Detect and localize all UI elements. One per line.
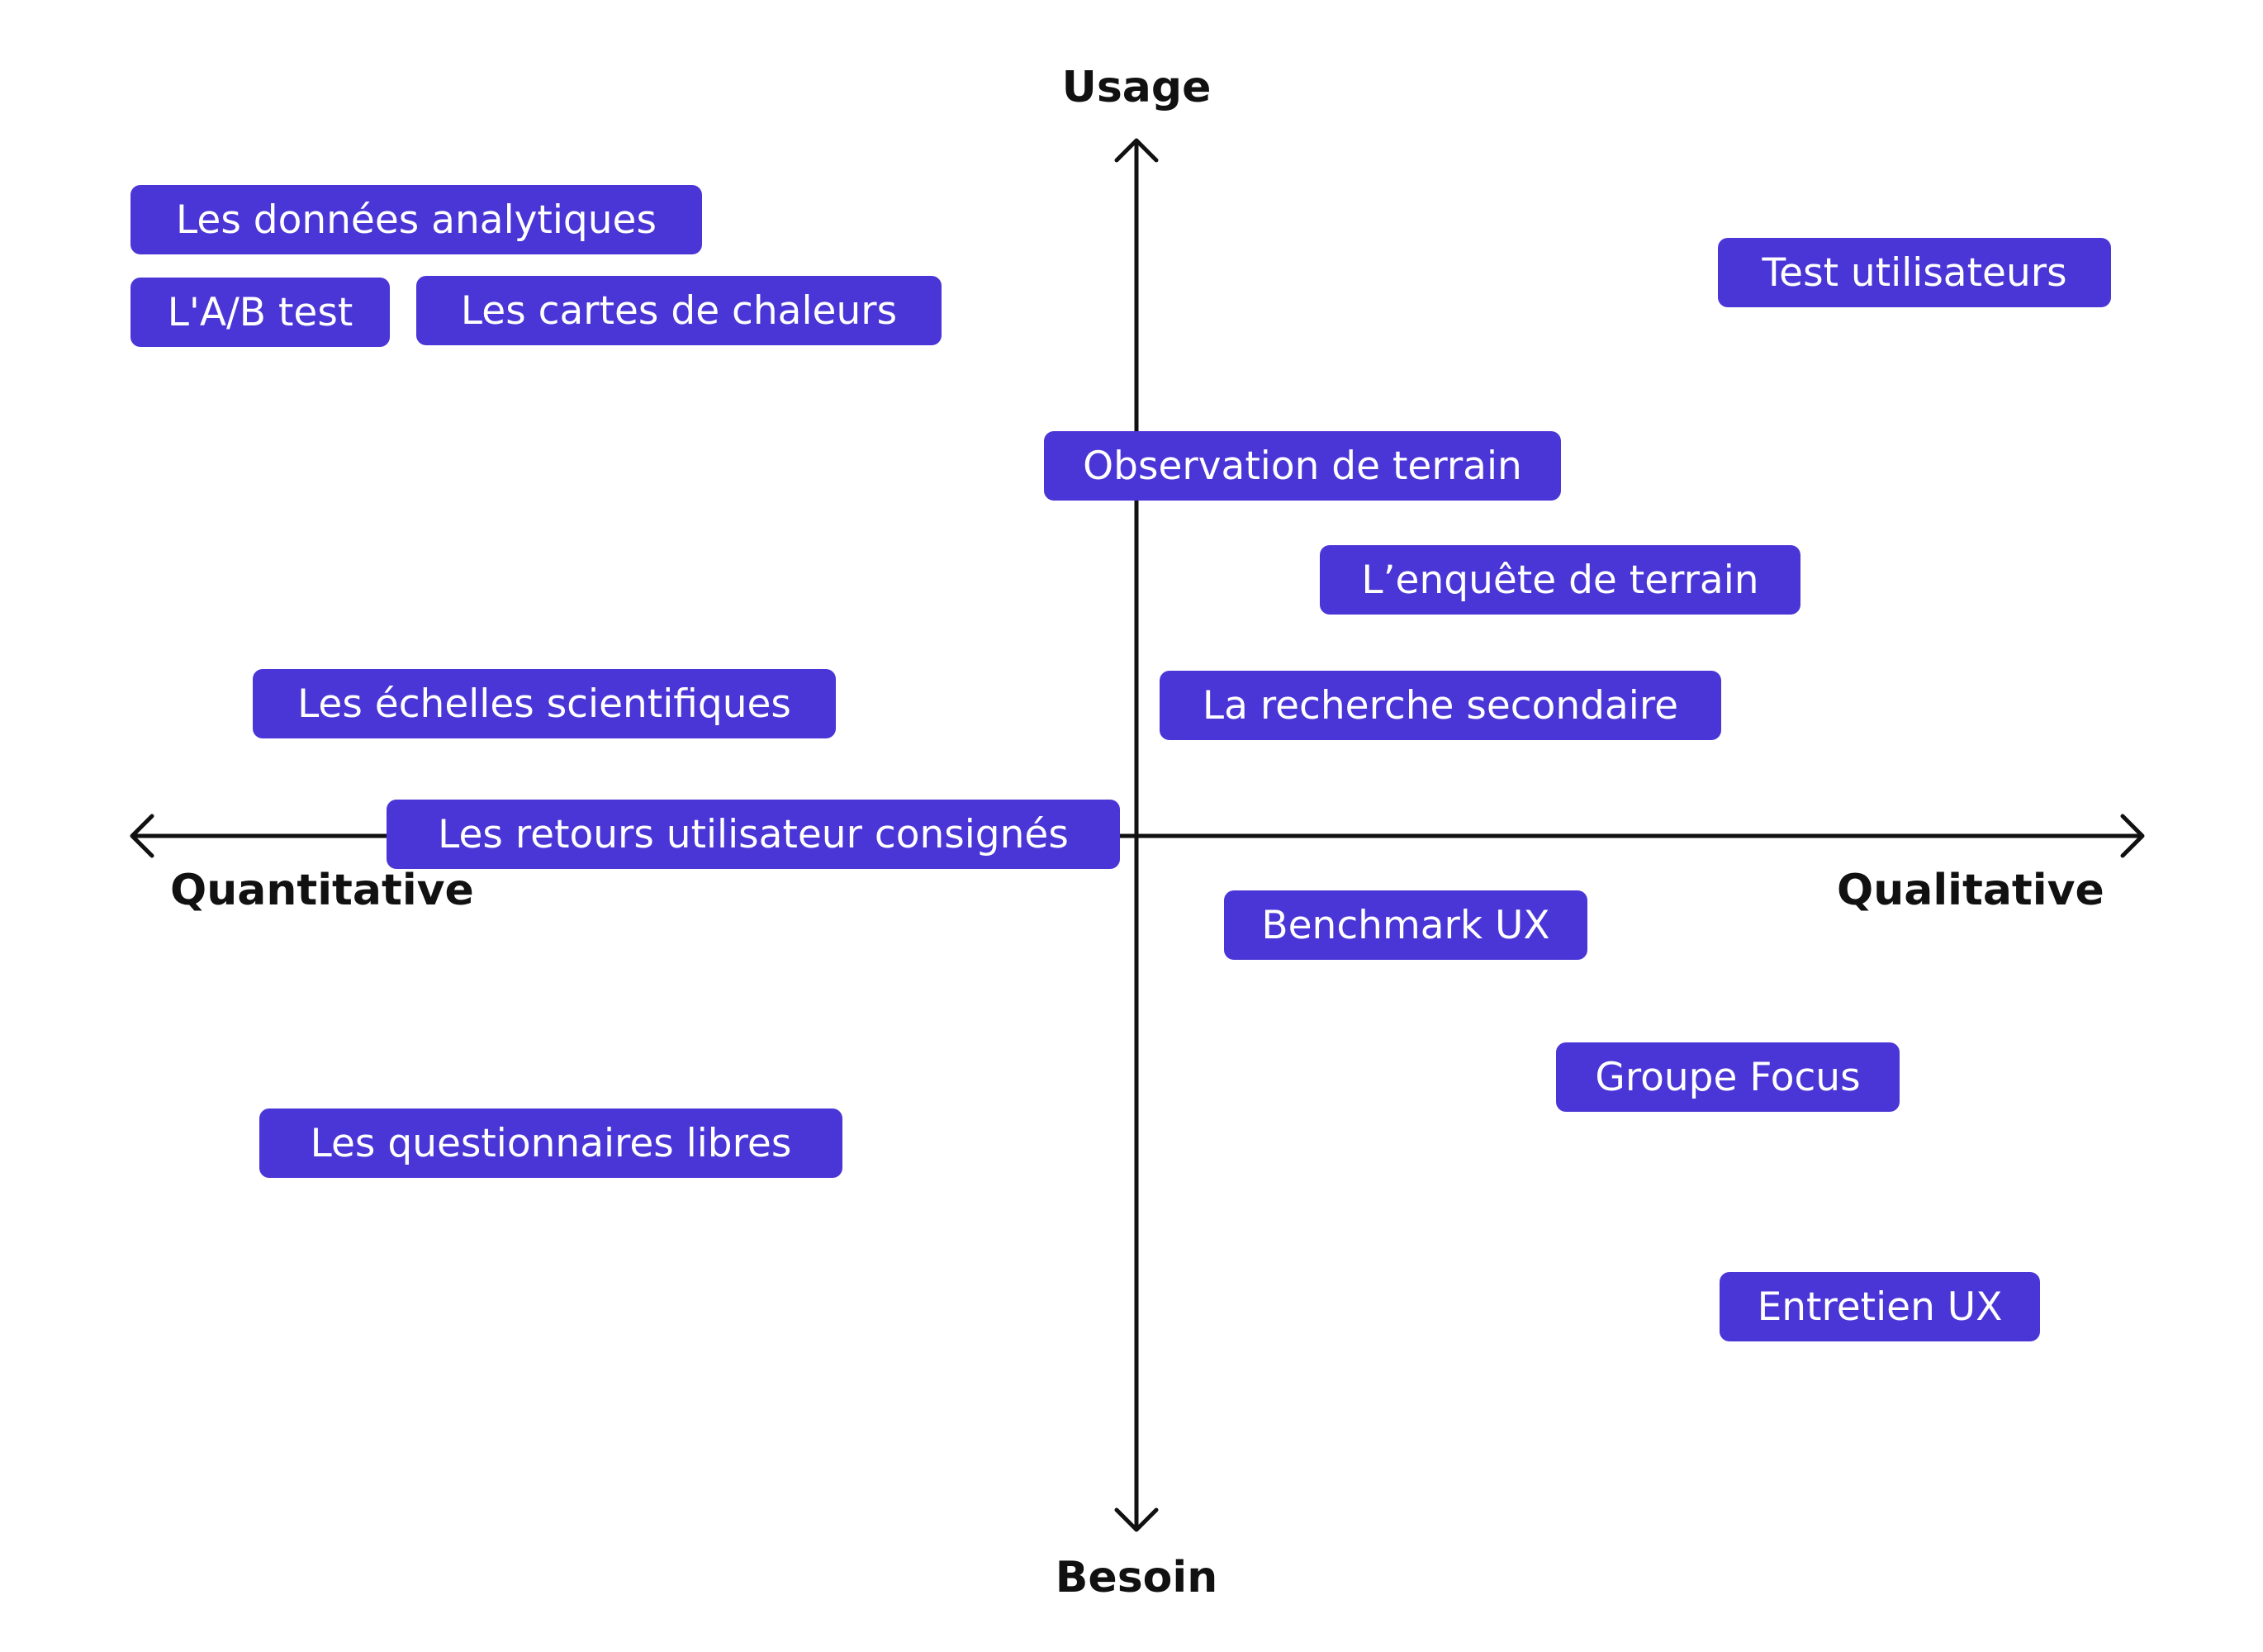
tag-ab-test: L'A/B test (130, 278, 390, 347)
axis-label-besoin: Besoin (1055, 1553, 1218, 1602)
axis-label-quantitative: Quantitative (170, 866, 474, 915)
tag-benchmark-ux: Benchmark UX (1224, 890, 1587, 960)
arrow-right-icon (2120, 814, 2145, 858)
arrow-left-icon (130, 814, 154, 858)
tag-entretien-ux: Entretien UX (1720, 1272, 2040, 1341)
tag-echelles-scientifiques: Les échelles scientifiques (253, 669, 836, 738)
arrow-up-icon (1114, 138, 1159, 163)
tag-cartes-de-chaleurs: Les cartes de chaleurs (416, 276, 942, 345)
tag-test-utilisateurs: Test utilisateurs (1718, 238, 2111, 307)
tag-donnees-analytiques: Les données analytiques (130, 185, 702, 254)
tag-recherche-secondaire: La recherche secondaire (1160, 671, 1721, 740)
axis-label-qualitative: Qualitative (1837, 866, 2104, 915)
arrow-down-icon (1114, 1507, 1159, 1532)
tag-questionnaires-libres: Les questionnaires libres (259, 1108, 842, 1178)
axis-label-usage: Usage (1061, 63, 1212, 112)
tag-retours-utilisateur: Les retours utilisateur consignés (387, 800, 1120, 869)
tag-groupe-focus: Groupe Focus (1556, 1042, 1900, 1112)
tag-enquete-de-terrain: L’enquête de terrain (1320, 545, 1800, 615)
tag-observation-de-terrain: Observation de terrain (1044, 431, 1561, 501)
